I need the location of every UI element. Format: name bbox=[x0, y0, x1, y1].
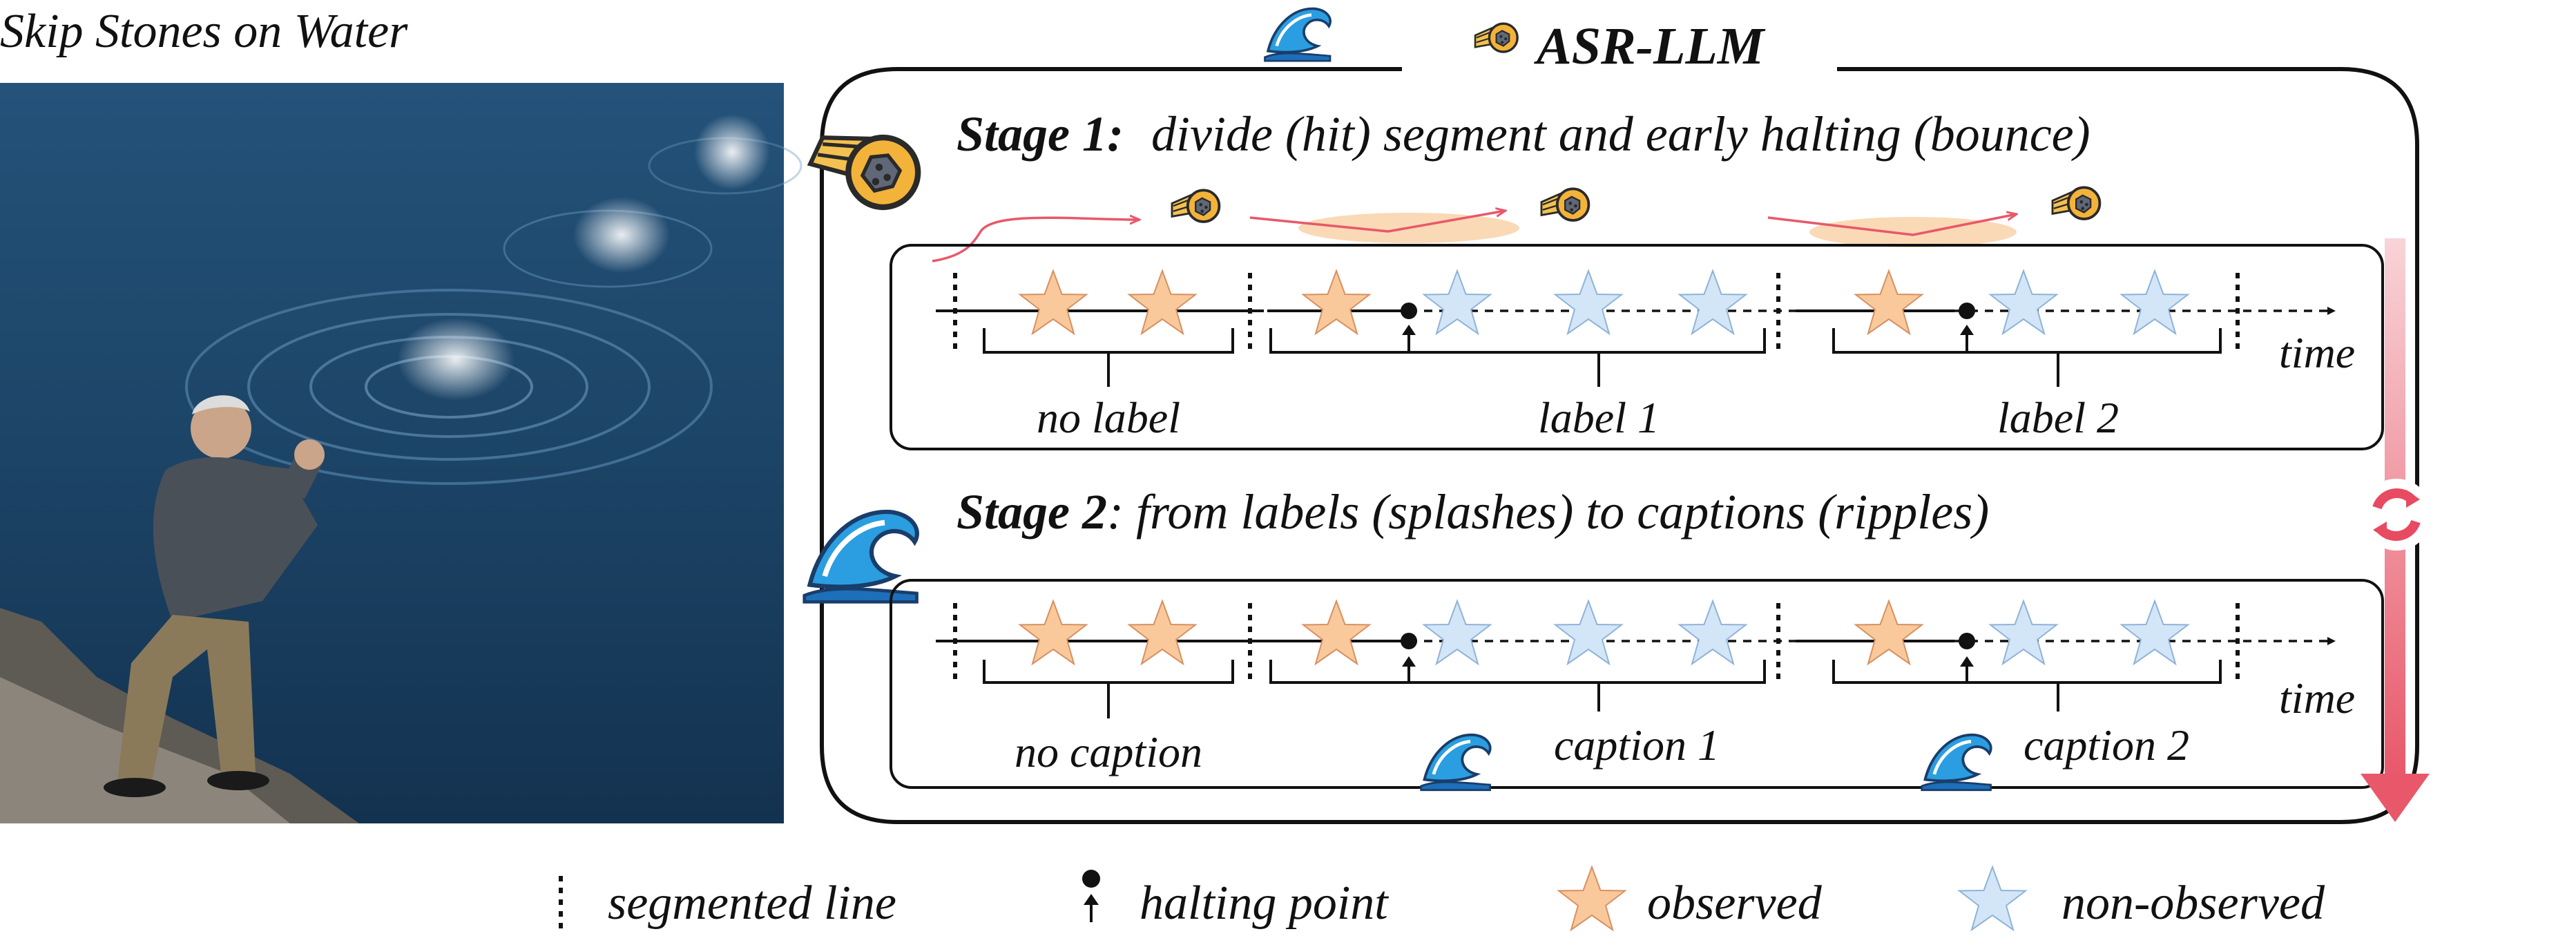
stage1-label: Stage 1: bbox=[957, 106, 1124, 162]
caption-label-0: no caption bbox=[1015, 727, 1202, 776]
star-non-observed bbox=[1423, 600, 1491, 665]
time-label: time bbox=[2279, 674, 2355, 723]
legend-halting-point: halting point bbox=[1140, 877, 1389, 930]
star-observed bbox=[1019, 270, 1087, 334]
stage2-label: Stage 2 bbox=[957, 484, 1107, 540]
wave-icon bbox=[1922, 735, 1991, 790]
observed-star-swatch bbox=[1558, 866, 1626, 930]
stage2-stars bbox=[1019, 600, 2189, 665]
time-label: time bbox=[2279, 328, 2355, 377]
cycle-icon bbox=[2361, 479, 2432, 551]
stone-icon bbox=[1540, 187, 1590, 222]
legend-segmented-line: segmented line bbox=[608, 877, 896, 930]
photo-panel: Skip Stones on Water bbox=[0, 5, 802, 823]
star-observed bbox=[1128, 270, 1196, 334]
legend: segmented line halting point observed no… bbox=[559, 866, 2325, 933]
star-non-observed bbox=[2121, 600, 2189, 665]
star-observed bbox=[1303, 600, 1370, 665]
star-non-observed bbox=[1990, 600, 2057, 665]
star-observed bbox=[1128, 600, 1196, 665]
stage2-heading: Stage 2: from labels (splashes) to capti… bbox=[957, 484, 1989, 540]
caption-label-1: caption 1 bbox=[1554, 720, 1720, 770]
star-non-observed bbox=[1423, 270, 1491, 334]
non-observed-star-swatch bbox=[1959, 866, 2026, 930]
water-photo bbox=[0, 83, 802, 823]
stage1-halting-points bbox=[1401, 303, 1975, 351]
stage2-halting-points bbox=[1401, 633, 1975, 682]
stage1-heading: Stage 1: divide (hit) segment and early … bbox=[957, 106, 2090, 162]
star-non-observed bbox=[1679, 600, 1747, 665]
star-observed bbox=[1019, 600, 1087, 665]
caption-label-2: caption 2 bbox=[2024, 720, 2189, 770]
star-non-observed bbox=[1679, 270, 1747, 334]
star-observed bbox=[1855, 270, 1923, 334]
flow-arrow-icon bbox=[2361, 238, 2432, 822]
stage1: Stage 1: divide (hit) segment and early … bbox=[890, 106, 2384, 450]
star-observed bbox=[1855, 600, 1923, 665]
wave-icon bbox=[1421, 735, 1490, 790]
stage2-text: : from labels (splashes) to captions (ri… bbox=[1107, 484, 1989, 540]
stone-icon bbox=[2051, 186, 2102, 220]
photo-title: Skip Stones on Water bbox=[0, 5, 408, 58]
halting-point-swatch bbox=[1082, 870, 1100, 922]
wave-icon bbox=[1265, 9, 1331, 61]
stage1-stars bbox=[1019, 270, 2189, 334]
stage2: Stage 2: from labels (splashes) to capti… bbox=[890, 484, 2384, 790]
segment-label-0: no label bbox=[1037, 393, 1180, 442]
star-non-observed bbox=[2121, 270, 2189, 334]
segment-label-2: label 2 bbox=[1997, 393, 2119, 442]
star-non-observed bbox=[1555, 270, 1622, 334]
man-figure bbox=[104, 395, 325, 797]
segment-label-1: label 1 bbox=[1538, 393, 1660, 442]
stone-icon bbox=[1171, 189, 1221, 223]
star-non-observed bbox=[1555, 600, 1622, 665]
legend-observed: observed bbox=[1647, 877, 1823, 930]
star-non-observed bbox=[1990, 270, 2057, 334]
asr-llm-frame: ASR-LLM bbox=[820, 9, 2419, 824]
star-observed bbox=[1303, 270, 1370, 334]
stage1-text: divide (hit) segment and early halting (… bbox=[1151, 106, 2090, 162]
stone-icon bbox=[1474, 22, 1519, 53]
header-title: ASR-LLM bbox=[1534, 17, 1766, 75]
bounce-path bbox=[932, 186, 2102, 262]
legend-non-observed: non-observed bbox=[2061, 877, 2325, 930]
